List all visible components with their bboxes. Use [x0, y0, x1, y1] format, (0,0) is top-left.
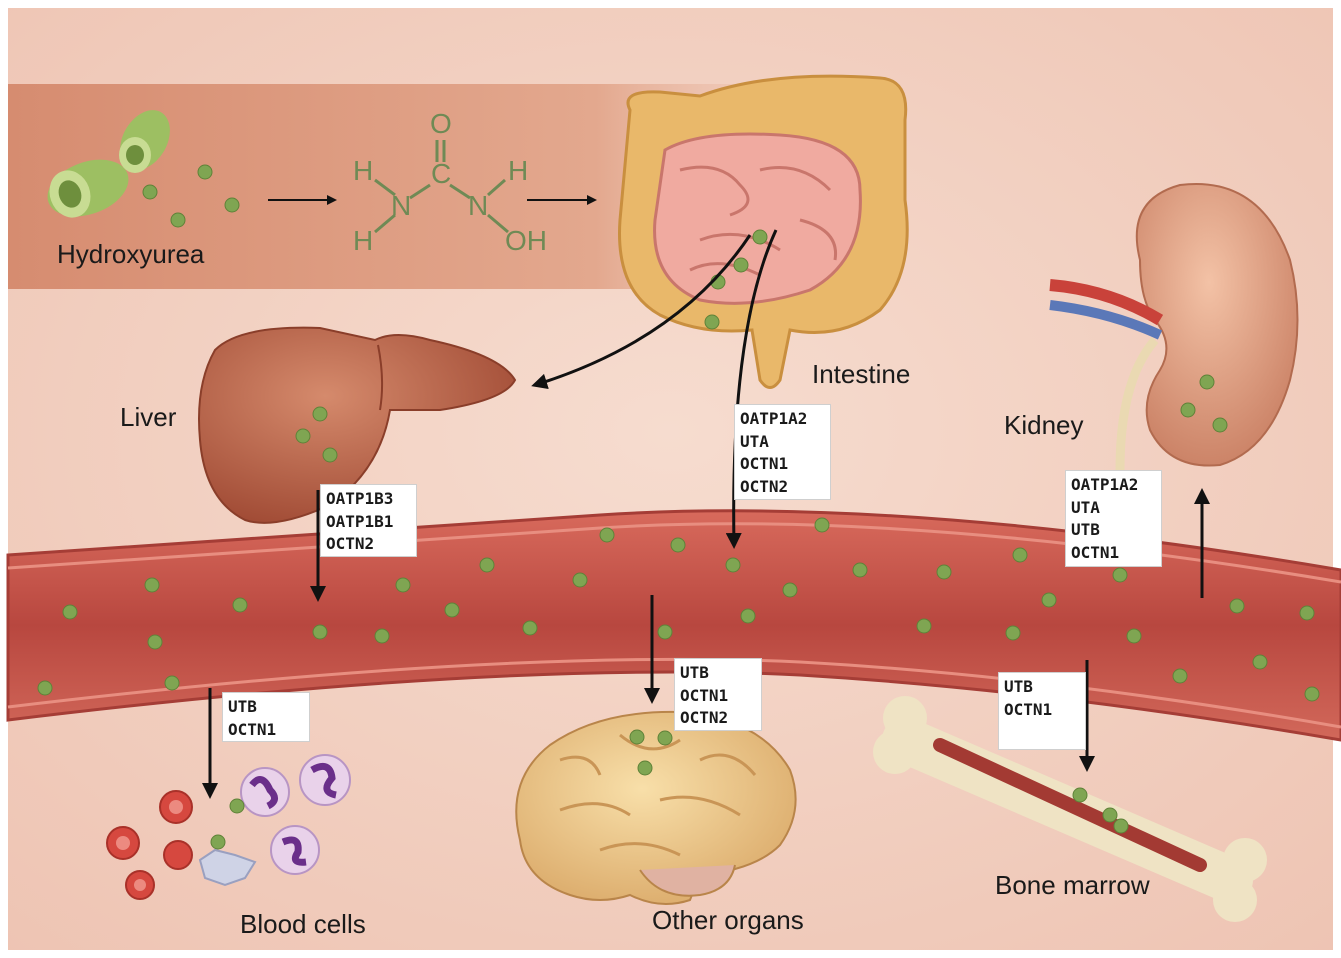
molecule-atom-h: H — [508, 155, 528, 187]
transporter-label: OATP1B1 — [326, 511, 411, 534]
transporter-label: UTB — [1071, 519, 1156, 542]
transporter-label: UTB — [680, 662, 756, 685]
transporter-box-blood-cells: UTB OCTN1 — [222, 692, 310, 742]
transporter-label: UTA — [740, 431, 825, 454]
transporter-box-other-organs: UTB OCTN1 OCTN2 — [674, 658, 762, 731]
label-bone-marrow: Bone marrow — [995, 870, 1150, 901]
label-other-organs: Other organs — [652, 905, 804, 936]
molecule-atom-c: C — [431, 158, 451, 190]
transporter-label: OCTN1 — [228, 719, 304, 742]
molecule-atom-h: H — [353, 155, 373, 187]
label-kidney: Kidney — [1004, 410, 1084, 441]
transporter-box-kidney: OATP1A2 UTA UTB OCTN1 — [1065, 470, 1162, 567]
transporter-label: OATP1B3 — [326, 488, 411, 511]
transporter-label: UTB — [228, 696, 304, 719]
transporter-label: OCTN2 — [680, 707, 756, 730]
transporter-label: UTA — [1071, 497, 1156, 520]
label-blood-cells: Blood cells — [240, 909, 366, 940]
molecule-atom-oh: OH — [505, 225, 547, 257]
transporter-label: OCTN2 — [326, 533, 411, 556]
label-liver: Liver — [120, 402, 176, 433]
transporter-box-liver: OATP1B3 OATP1B1 OCTN2 — [320, 484, 417, 557]
transporter-label: OATP1A2 — [1071, 474, 1156, 497]
transporter-label: OATP1A2 — [740, 408, 825, 431]
transporter-label: OCTN1 — [740, 453, 825, 476]
molecule-atom-h: H — [353, 225, 373, 257]
molecule-atom-n: N — [468, 190, 488, 222]
molecule-atom-o: O — [430, 108, 452, 140]
label-intestine: Intestine — [812, 359, 910, 390]
transporter-label: OCTN1 — [680, 685, 756, 708]
transporter-box-bone-marrow: UTB OCTN1 — [998, 672, 1086, 750]
transporter-label: OCTN2 — [740, 476, 825, 499]
molecule-atom-n: N — [391, 190, 411, 222]
transporter-label: OCTN1 — [1004, 699, 1080, 722]
label-hydroxyurea: Hydroxyurea — [57, 239, 204, 270]
transporter-label: UTB — [1004, 676, 1080, 699]
transporter-label: OCTN1 — [1071, 542, 1156, 565]
transporter-box-intestine: OATP1A2 UTA OCTN1 OCTN2 — [734, 404, 831, 500]
